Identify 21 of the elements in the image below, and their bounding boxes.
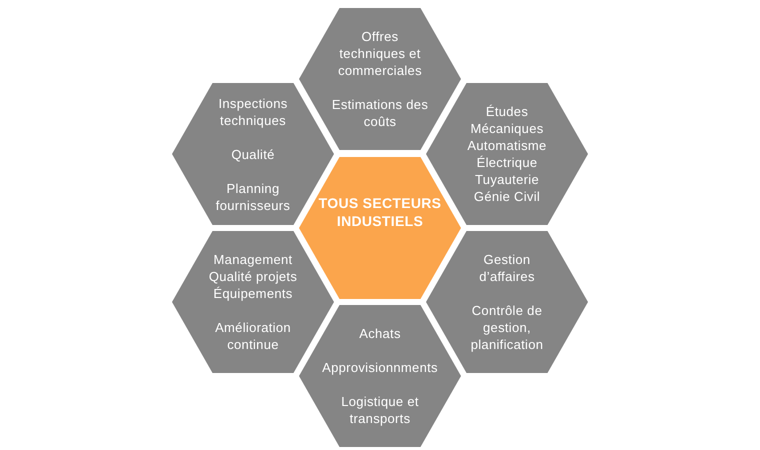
hexagon-text: Mécaniques	[470, 120, 544, 137]
hexagon-text: Tuyauterie	[475, 171, 539, 188]
hexagon-text: Logistique et transports	[340, 393, 420, 427]
hexagon-text: Approvisionnments	[322, 359, 438, 376]
hexagon-text: Électrique	[476, 154, 538, 171]
hexagon-text: Gestion d’affaires	[478, 251, 536, 285]
hexagon-title: TOUS SECTEURS INDUSTIELS	[318, 194, 442, 230]
hexagon-text: Management	[214, 251, 292, 268]
hexagon-text: Planning fournisseurs	[214, 180, 292, 214]
hexagon-text: Contrôle de gestion, planification	[470, 302, 544, 353]
hexagon-text: Offres techniques et commerciales	[337, 28, 423, 79]
hexagon-text: Qualité projets	[208, 268, 298, 285]
hexagon-text: Estimations des coûts	[330, 96, 430, 130]
hexagon-text: Qualité	[231, 146, 275, 162]
hexagon-text: Inspections techniques	[217, 94, 289, 128]
hexagon-text: Achats	[359, 325, 401, 342]
hexagon-text: Équipements	[213, 285, 293, 302]
hexagon-text: Études	[486, 103, 528, 120]
hexagon-text: Génie Civil	[474, 188, 540, 205]
hexagon-text: Automatisme	[467, 137, 547, 154]
hexagon-text: Amélioration continue	[214, 319, 292, 353]
